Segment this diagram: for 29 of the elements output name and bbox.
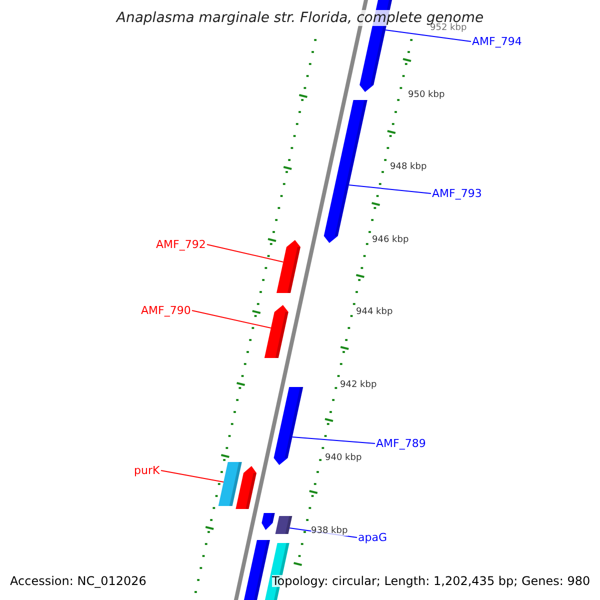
gene-label: AMF_789 [376,438,426,448]
gene-segment [236,466,256,509]
gene-segment [262,513,275,530]
gene-segment [324,100,368,243]
genome-info: Topology: circular; Length: 1,202,435 bp; Genes: 980 [272,575,590,587]
gene-label: AMF_793 [432,188,482,198]
genome-info: Accession: NC_012026 [10,575,146,587]
scale-label: 942 kbp [340,381,377,390]
gene-label: AMF_790 [141,304,191,316]
gene-segment [276,240,300,293]
scale-label: 944 kbp [356,308,393,317]
gene-segment [275,516,292,534]
leader-line [160,470,224,482]
gene-segment [264,305,288,358]
scale-label: 950 kbp [408,91,445,100]
gene-label: apaG [358,532,387,542]
gene-label: AMF_792 [156,238,206,250]
gene-segment [274,387,304,465]
leader-line [348,184,432,194]
gene-label: AMF_794 [472,36,522,46]
scale-label: 948 kbp [390,163,427,172]
scale-label: 938 kbp [311,527,348,536]
leader-line [206,244,284,262]
gene-segment [218,462,242,506]
leader-line [292,436,376,444]
leader-line [192,310,272,328]
scale-label: 940 kbp [325,454,362,463]
leader-line [385,30,472,42]
gene-label: purK [134,464,160,476]
